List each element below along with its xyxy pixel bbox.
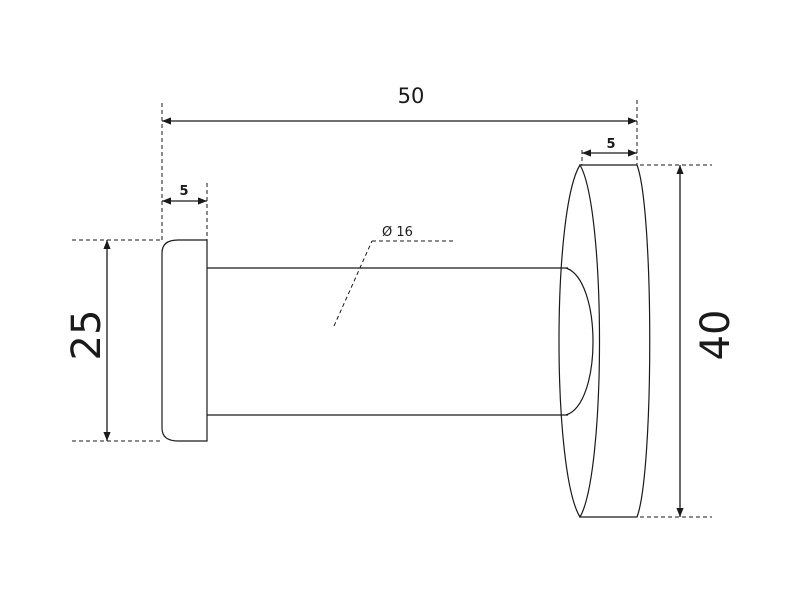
right-thickness-label: 5 [606, 137, 615, 152]
shaft-end-curve [565, 267, 594, 416]
right-height-label: 40 [693, 310, 739, 361]
left-thickness-label: 5 [179, 184, 188, 199]
overall-length-label: 50 [398, 84, 425, 108]
right-plate-outline [578, 164, 651, 518]
left-head-outline [161, 239, 208, 442]
left-height-label: 25 [64, 310, 110, 361]
right-plate-front-ellipse [558, 164, 581, 518]
diameter-label: Ø 16 [382, 225, 413, 240]
diameter-leader-line [333, 240, 373, 327]
